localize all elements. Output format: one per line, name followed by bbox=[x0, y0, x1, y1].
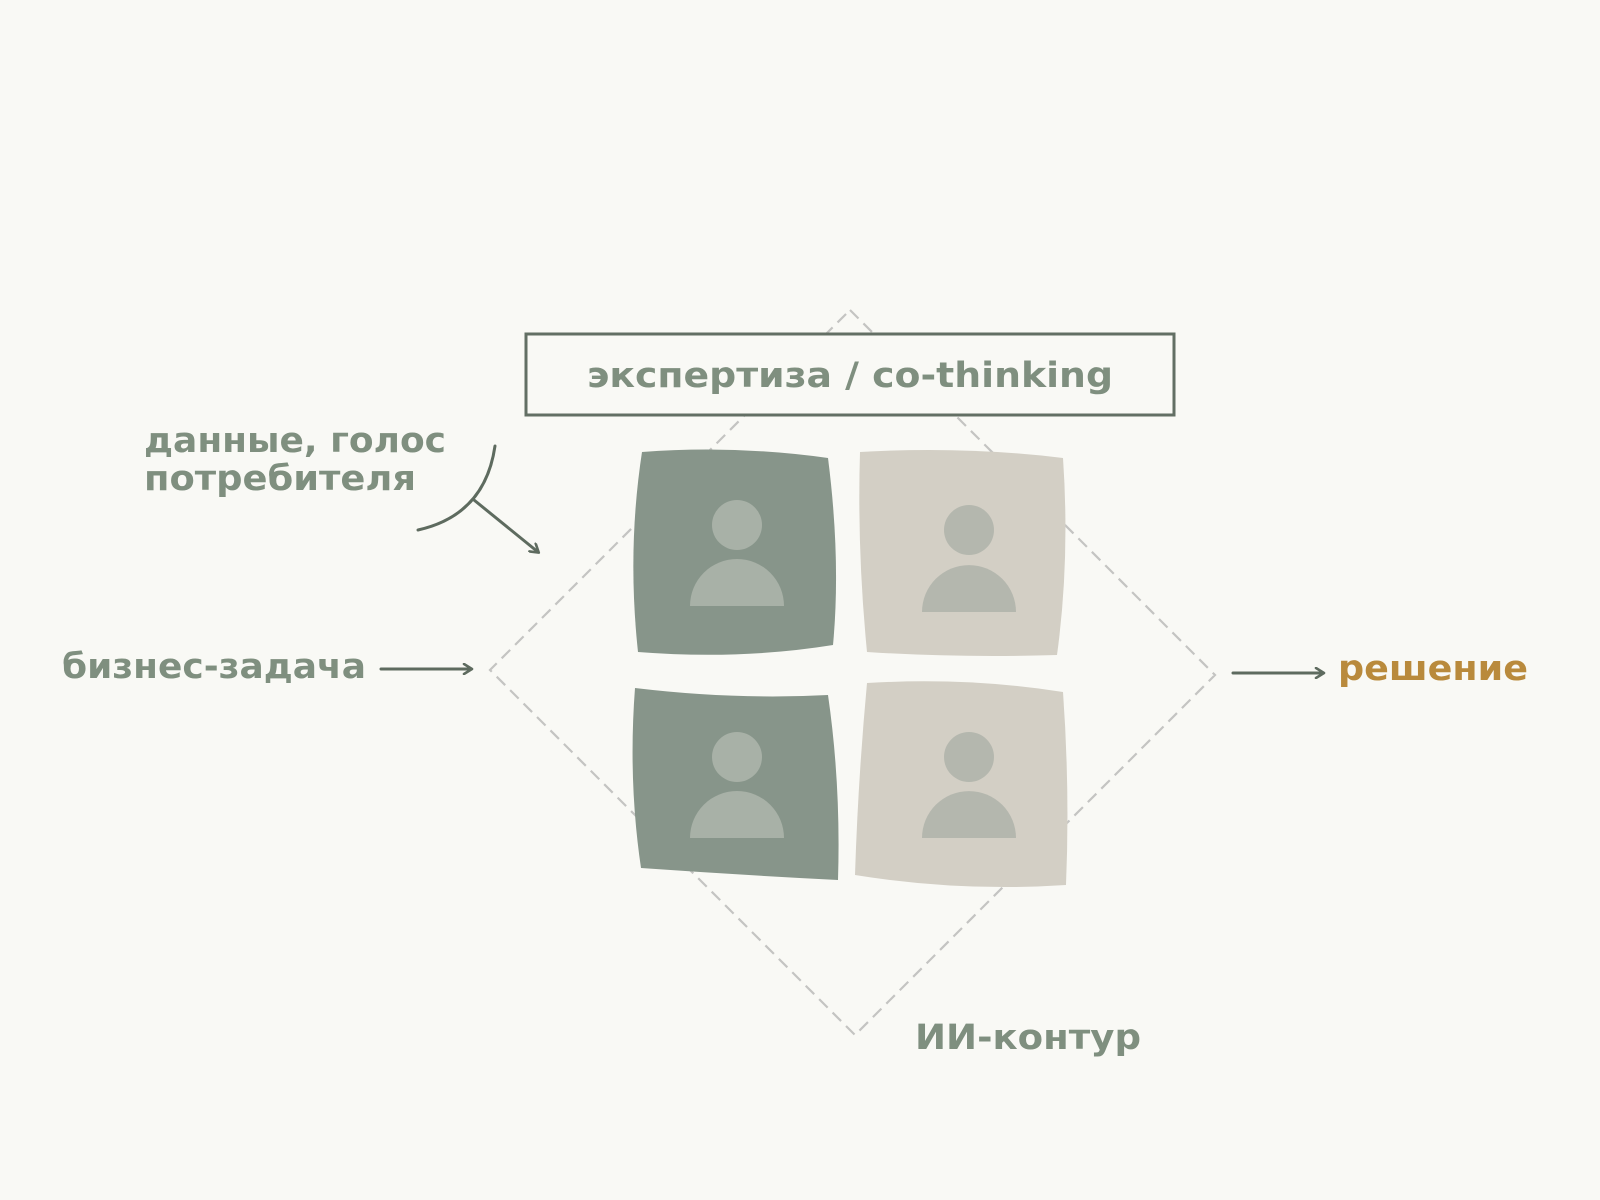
business-task-label: бизнес-задача bbox=[62, 647, 366, 687]
ai-loop-label: ИИ-контур bbox=[915, 1018, 1141, 1058]
data-label-line1: данные, голос bbox=[144, 421, 446, 461]
tile-background bbox=[855, 681, 1068, 888]
data-label-line2: потребителя bbox=[144, 459, 416, 499]
expertise-label: экспертиза / co-thinking bbox=[587, 356, 1113, 396]
expertise-box bbox=[524, 332, 1176, 417]
solution-label: решение bbox=[1338, 649, 1528, 689]
person-icon bbox=[922, 732, 1016, 838]
person-icon bbox=[922, 505, 1016, 612]
tile-top-right bbox=[859, 450, 1066, 656]
data-arrow bbox=[472, 498, 538, 552]
tile-bottom-right bbox=[855, 681, 1068, 888]
ai-loop-diamond bbox=[488, 308, 1217, 1037]
tile-background bbox=[632, 688, 839, 880]
data-bracket-curve bbox=[416, 444, 497, 532]
tile-bottom-left bbox=[632, 688, 839, 880]
person-icon bbox=[690, 732, 784, 838]
tile-background bbox=[633, 449, 837, 655]
person-icon bbox=[690, 500, 784, 606]
tile-top-left bbox=[633, 449, 837, 655]
